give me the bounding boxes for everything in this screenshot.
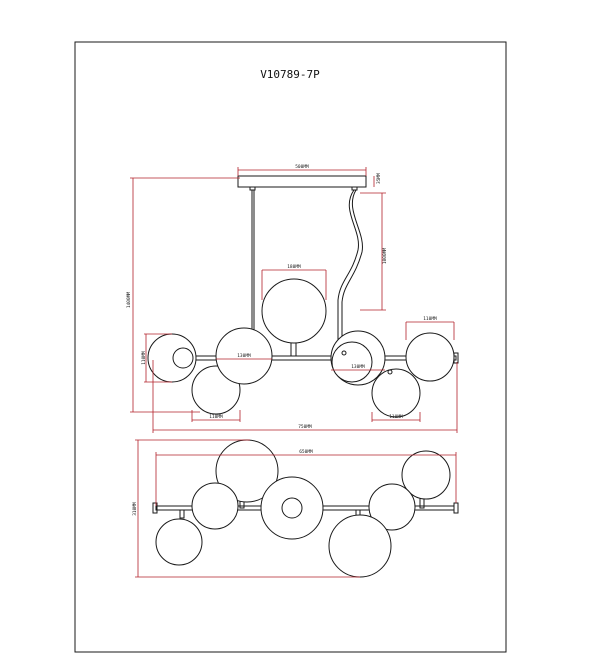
plan-globe-mid-right xyxy=(368,483,416,531)
plan-globe-center-ring xyxy=(281,497,303,519)
dim-plan-width: 650MM xyxy=(299,449,313,455)
dim-right-globe: 110MM xyxy=(423,316,437,322)
plan-stub xyxy=(179,509,185,519)
drawing-frame xyxy=(74,41,507,653)
globe-left-socket xyxy=(172,347,194,369)
socket-dot-2 xyxy=(341,350,347,356)
model-title: V10789-7P xyxy=(260,68,320,81)
globe-mid-left xyxy=(215,327,273,385)
dim-canopy-width: 500MM xyxy=(295,164,309,170)
dim-total-width: 750MM xyxy=(298,424,312,430)
canopy-clip-left xyxy=(249,186,256,191)
dim-left-globe-height: 110MM xyxy=(141,351,147,365)
socket-dot xyxy=(387,369,393,375)
dim-top-globe: 180MM xyxy=(287,264,301,270)
dim-overall-height: 1400MM xyxy=(126,292,132,309)
power-cord-1 xyxy=(337,189,359,340)
plan-arm-start-cap xyxy=(152,502,158,514)
power-cord-2 xyxy=(341,189,363,340)
plan-arm-end-cap xyxy=(453,502,459,514)
globe-right xyxy=(405,332,455,382)
dim-canopy-height: 35MM xyxy=(376,173,382,184)
globe-mid-right-inner xyxy=(331,341,373,383)
canopy-clip-right xyxy=(351,186,358,191)
plan-view: 650MM 310MM xyxy=(132,439,459,578)
globe-top-center xyxy=(261,278,327,344)
dim-globe-130-b: 130MM xyxy=(351,364,365,370)
dim-globe-130-a: 130MM xyxy=(237,353,251,359)
dim-bottom-right-globe: 110MM xyxy=(389,414,403,420)
dim-plan-depth: 310MM xyxy=(132,502,138,516)
plan-globe-bottom-left xyxy=(155,518,203,566)
plan-globe-center xyxy=(260,476,324,540)
globe-left xyxy=(147,333,197,383)
ceiling-canopy xyxy=(237,175,367,188)
globe-bottom-right xyxy=(371,368,421,418)
plan-globe-mid-left xyxy=(191,482,239,530)
dim-wire-length: 1000MM xyxy=(382,248,388,265)
dim-bottom-left-globe: 110MM xyxy=(209,414,223,420)
elevation-view: 500MM 35MM 1400MM 1000MM 180MM 110MM 130… xyxy=(126,164,459,433)
plan-globe-bottom-right xyxy=(328,514,392,578)
plan-globe-top-right xyxy=(401,450,451,500)
